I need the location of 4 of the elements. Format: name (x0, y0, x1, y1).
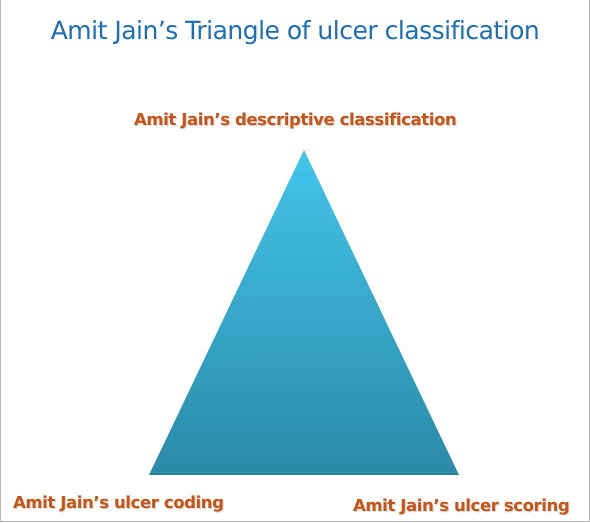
title: Amit Jain’s Triangle of ulcer classification (50, 16, 540, 45)
vertex-label: Amit Jain’s ulcer coding (13, 493, 224, 512)
vertex-label: Amit Jain’s ulcer scoring (353, 496, 570, 515)
vertex-label: Amit Jain’s descriptive classification (134, 110, 456, 129)
